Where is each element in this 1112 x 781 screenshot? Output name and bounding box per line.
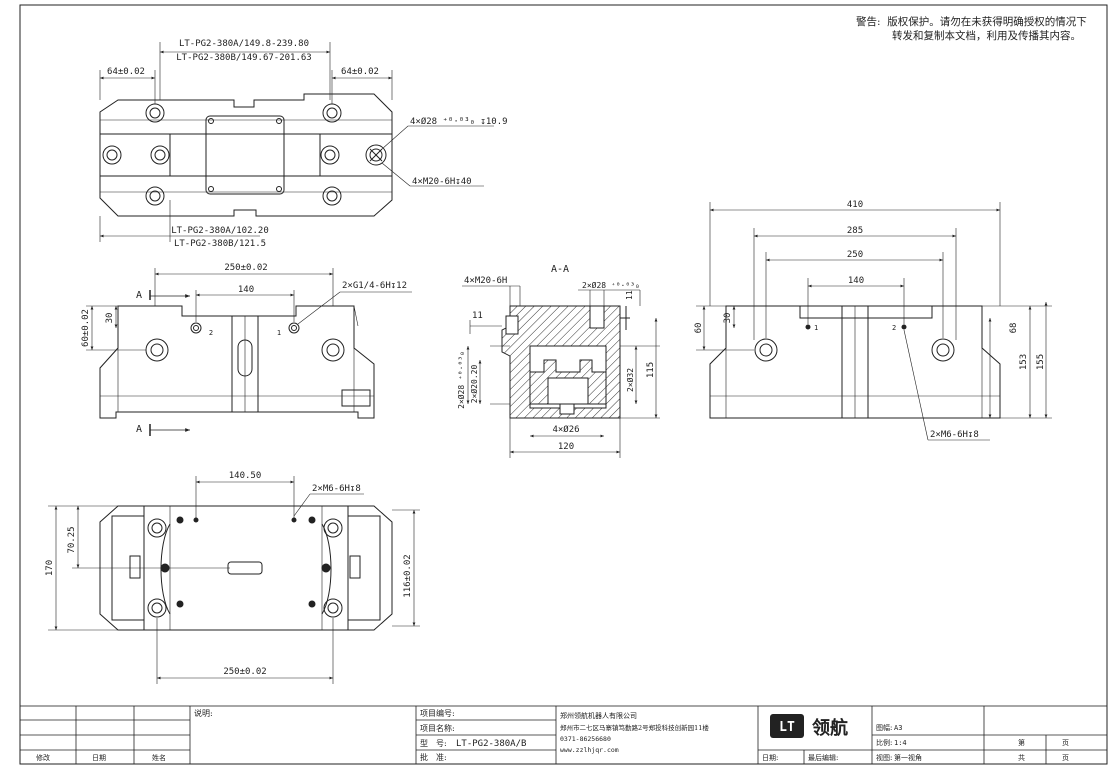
bottom-dim-170: 170 [45,560,55,576]
brand-logo: LT 领航 [770,714,848,739]
top-callout-thread: 4×M20-6H↧40 [412,177,472,187]
section-dim-20: 2×Ø20.20 [469,365,479,404]
revision-col: 修改 [36,753,50,762]
drawing-size-label: 图幅: [876,723,892,732]
section-dim-115: 115 [646,362,656,378]
section-mark-bottom: A [136,424,142,435]
brand-name: 领航 [812,717,848,739]
top-view [99,42,494,242]
right-callout-m6: 2×M6-6H↧8 [930,430,979,440]
front-dim-140: 140 [238,285,254,295]
page-unit: 页 [1062,739,1069,747]
company-website: www.zzlhjqr.com [560,746,619,754]
right-dim-153: 153 [1019,354,1029,370]
name-col: 姓名 [152,753,166,762]
front-callout-g: 2×G1/4-6H↧12 [342,281,407,291]
right-view [696,202,1052,441]
date-col: 日期 [92,754,106,762]
project-name-label: 项目名称: [420,723,455,733]
company-phone: 0371-86256680 [560,735,611,743]
section-title: A-A [551,264,569,275]
copyright-warning: 警告: 版权保护。请勿在未获得明确授权的情况下 转发和复制本文档，利用及传播其内… [856,15,1087,43]
top-bottom-dim-a: LT-PG2-380A/102.20 [171,226,269,236]
section-view [462,285,660,458]
notes-label: 说明: [194,708,213,718]
right-dim-250: 250 [847,250,863,260]
section-dim-11-top: 11 [625,290,634,300]
company-name: 郑州领航机器人有限公司 [560,711,637,720]
scale-label: 比例: [876,738,892,747]
right-mark-2: 2 [892,324,896,332]
page-label: 第 [1018,738,1025,747]
title-block [19,705,1108,765]
front-dim-30: 30 [105,313,115,324]
bottom-dim-116: 116±0.02 [403,554,413,597]
right-dim-140: 140 [848,276,864,286]
section-dim-11-left: 11 [472,311,483,321]
section-dim-120: 120 [558,442,574,452]
total-label: 共 [1018,753,1025,762]
section-dim-26: 4×Ø26 [552,424,579,435]
right-dim-68: 68 [1009,323,1019,334]
section-mark-top: A [136,290,142,301]
bottom-view [48,476,420,684]
view-value: 第一视角 [894,753,922,762]
right-dim-285: 285 [847,226,863,236]
right-dim-155: 155 [1036,354,1046,370]
section-callout-bore: 2×Ø28 ⁺⁰·⁰³₀ [582,280,640,290]
top-bottom-dim-b: LT-PG2-380B/121.5 [174,239,266,249]
port-label-1: 1 [277,329,281,337]
section-dim-28: 2×Ø28 ⁺⁰·⁰³₀ [456,351,466,409]
company-address: 郑州市二七区马寨镇笃勤路2号郑投科技创新园11楼 [560,723,709,732]
right-mark-1: 1 [814,324,818,332]
right-dim-60: 60 [694,323,704,334]
section-callout-m20: 4×M20-6H [464,276,507,286]
right-dim-410: 410 [847,200,863,210]
bottom-callout-m6: 2×M6-6H↧8 [312,484,361,494]
front-view [86,268,412,436]
right-dim-30: 30 [723,313,733,324]
logo-mark: LT [779,720,795,735]
front-dim-250: 250±0.02 [224,263,267,273]
top-callout-bore: 4×Ø28 ⁺⁰·⁰³₀ ↧10.9 [410,116,508,127]
bottom-dim-250: 250±0.02 [223,667,266,677]
model-value: LT-PG2-380A/B [456,739,526,749]
scale-value: 1:4 [894,739,907,747]
bottom-dim-140-50: 140.50 [229,471,262,481]
section-dim-32: 2×Ø32 [625,368,635,392]
warning-line-1: 版权保护。请勿在未获得明确授权的情况下 [887,16,1087,28]
front-dim-60: 60±0.02 [81,309,91,347]
total-unit: 页 [1062,754,1069,762]
bottom-dim-70-25: 70.25 [67,526,77,553]
date-label: 日期: [762,754,778,762]
project-no-label: 项目编号: [420,708,455,718]
warning-label: 警告: [856,16,881,28]
top-dim-left-64: 64±0.02 [107,67,145,77]
top-dim-right-64: 64±0.02 [341,67,379,77]
port-label-2: 2 [209,329,213,337]
top-dim-b: LT-PG2-380B/149.67-201.63 [176,53,311,63]
model-label: 型 号: [420,739,447,748]
approve-label: 批 准: [420,752,447,762]
editor-label: 最后编辑: [808,753,838,762]
drawing-size-value: A3 [894,724,902,732]
warning-line-2: 转发和复制本文档，利用及传播其内容。 [892,30,1081,42]
view-label: 视图: [876,753,892,762]
top-dim-a: LT-PG2-380A/149.8-239.80 [179,39,309,49]
